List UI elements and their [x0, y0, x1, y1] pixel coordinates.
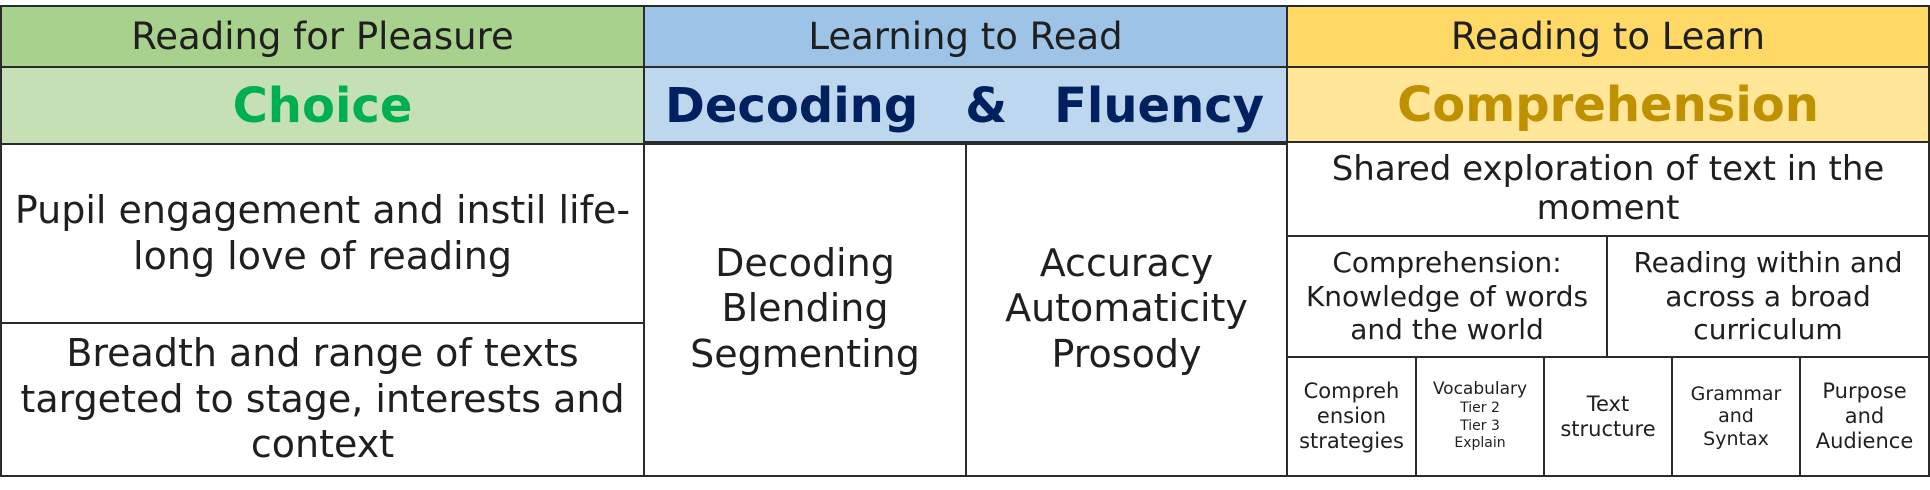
comprehension-strategies-cell: Compreh ension strategies: [1286, 356, 1417, 477]
grammar-syntax-text: Grammar and Syntax: [1690, 382, 1782, 450]
reading-for-pleasure-header: Reading for Pleasure: [0, 5, 645, 68]
comprehension-subheader: Comprehension: [1286, 66, 1930, 143]
purpose-audience-text: Purpose and Audience: [1815, 379, 1914, 453]
knowledge-cell: Comprehension: Knowledge of words and th…: [1286, 235, 1608, 358]
vocabulary-label: Vocabulary: [1432, 379, 1528, 400]
fluency-text: Accuracy Automaticity Prosody: [1005, 240, 1248, 376]
pupil-engagement-text: Pupil engagement and instil life- long l…: [14, 187, 631, 278]
vocabulary-detail: Tier 2 Tier 3 Explain: [1454, 400, 1506, 452]
text-structure-text: Text structure: [1560, 391, 1656, 441]
text-structure-cell: Text structure: [1543, 356, 1673, 477]
comprehension-title: Comprehension: [1397, 76, 1819, 133]
curriculum-text: Reading within and across a broad curric…: [1633, 246, 1903, 347]
decoding-text: Decoding Blending Segmenting: [690, 240, 920, 376]
comprehension-strategies-text: Compreh ension strategies: [1299, 379, 1404, 453]
choice-subheader: Choice: [0, 66, 645, 145]
decoding-subheader-word: Decoding: [665, 77, 919, 134]
curriculum-cell: Reading within and across a broad curric…: [1606, 235, 1930, 358]
reading-to-learn-title: Reading to Learn: [1450, 15, 1766, 58]
decoding-fluency-subheader: Decoding & Fluency: [643, 66, 1288, 145]
reading-to-learn-header: Reading to Learn: [1286, 5, 1930, 68]
purpose-audience-cell: Purpose and Audience: [1799, 356, 1930, 477]
choice-title: Choice: [232, 77, 413, 134]
shared-exploration-text: Shared exploration of text in the moment: [1331, 148, 1885, 228]
grammar-syntax-cell: Grammar and Syntax: [1671, 356, 1801, 477]
fluency-subheader-word: Fluency: [1054, 77, 1264, 134]
breadth-range-text: Breadth and range of texts targeted to s…: [20, 331, 625, 467]
reading-for-pleasure-title: Reading for Pleasure: [131, 15, 514, 58]
pupil-engagement-cell: Pupil engagement and instil life- long l…: [0, 143, 645, 324]
knowledge-text: Comprehension: Knowledge of words and th…: [1305, 246, 1589, 347]
ampersand: &: [965, 77, 1008, 134]
shared-exploration-cell: Shared exploration of text in the moment: [1286, 141, 1930, 237]
learning-to-read-header: Learning to Read: [643, 5, 1288, 68]
fluency-cell: Accuracy Automaticity Prosody: [965, 141, 1288, 477]
breadth-range-cell: Breadth and range of texts targeted to s…: [0, 322, 645, 477]
vocabulary-cell: Vocabulary Tier 2 Tier 3 Explain: [1415, 356, 1545, 477]
learning-to-read-title: Learning to Read: [808, 15, 1123, 58]
decoding-cell: Decoding Blending Segmenting: [643, 141, 967, 477]
